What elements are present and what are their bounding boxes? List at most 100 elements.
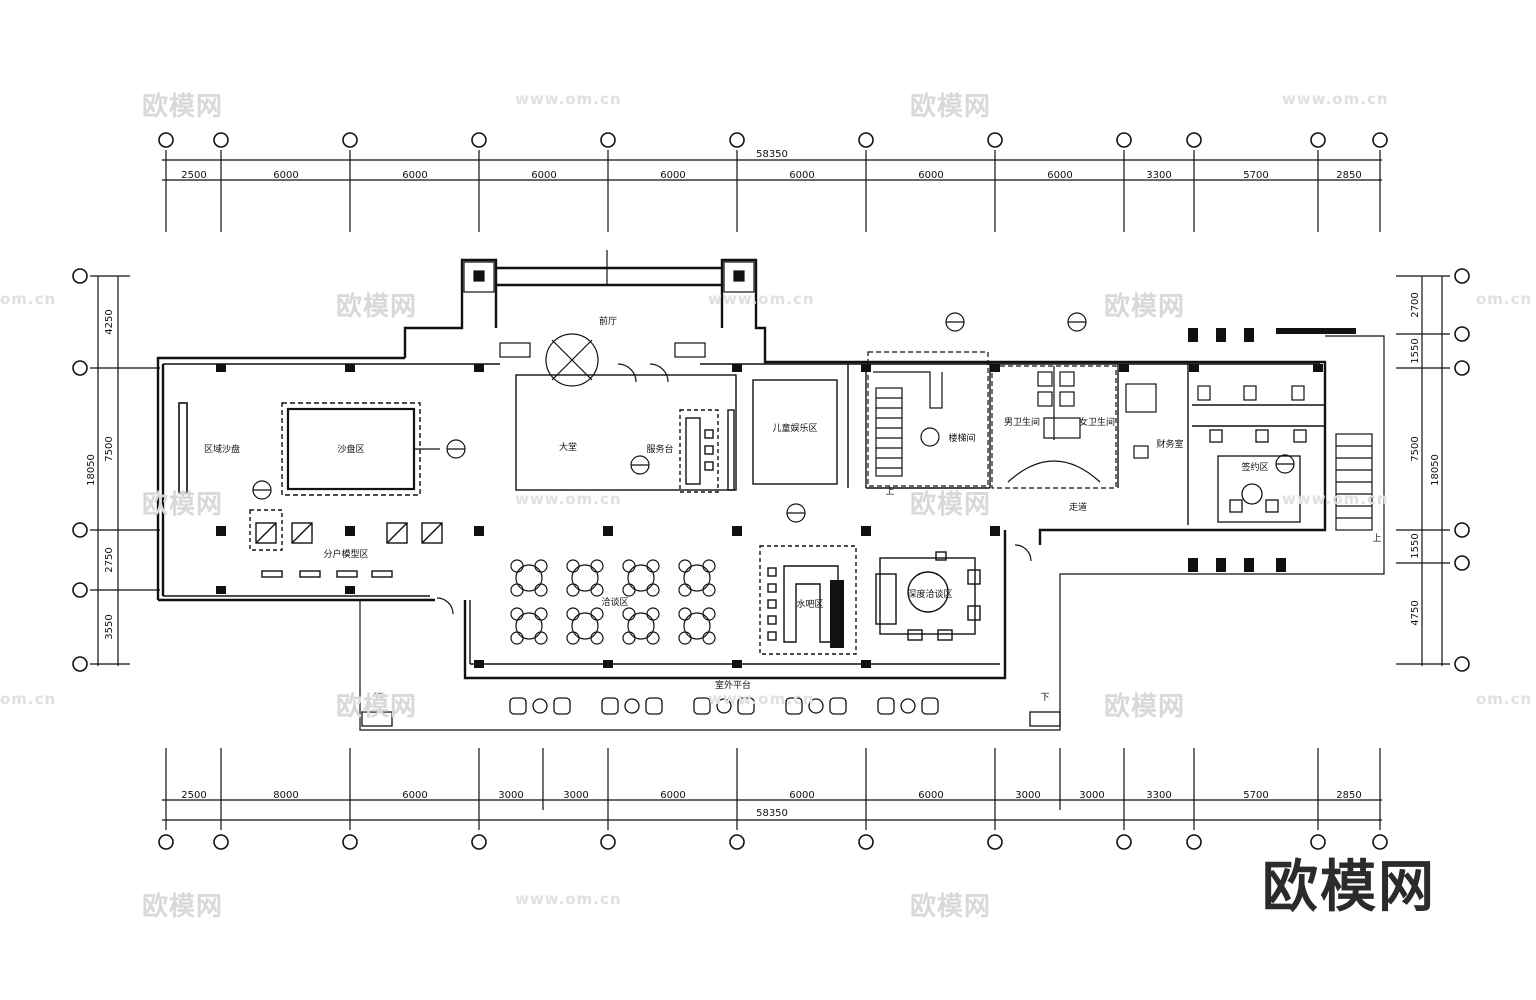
- bottom-dim-2: 8000: [273, 790, 298, 801]
- regional-sand: [178, 402, 188, 494]
- watermark-brand: 欧模网: [910, 92, 992, 122]
- deep-negotiation-set: [875, 551, 981, 641]
- watermark-url: om.cn: [0, 290, 57, 308]
- left-dim-3: 2750: [104, 547, 115, 572]
- bottom-dim-13: 2850: [1336, 790, 1361, 801]
- left-dim-2: 7500: [104, 436, 115, 461]
- negotiation-tables: [510, 559, 716, 645]
- watermark-url: www.om.cn: [515, 890, 622, 908]
- bottom-axis-bubbles: [158, 834, 1388, 850]
- top-dim-1: 2500: [181, 170, 206, 181]
- top-dim-4: 6000: [531, 170, 556, 181]
- watermark-brand: 欧模网: [336, 692, 418, 722]
- label-corridor: 走道: [1069, 501, 1087, 513]
- label-female-wc: 女卫生间: [1079, 416, 1115, 428]
- finance-office: [1125, 383, 1305, 459]
- top-dim-8: 6000: [1047, 170, 1072, 181]
- water-bar: [759, 545, 857, 655]
- left-total-dim: 18050: [86, 454, 97, 486]
- watermark-brand: 欧模网: [1104, 292, 1186, 322]
- top-dimension-chain: [162, 150, 1382, 232]
- exterior-stair-right: [359, 335, 1385, 731]
- watermark-brand: 欧模网: [142, 892, 224, 922]
- label-down-left: 下: [373, 693, 382, 703]
- watermark-url: om.cn: [0, 690, 57, 708]
- label-signing: 签约区: [1241, 461, 1268, 473]
- brand-watermark-large: 欧模网: [1262, 855, 1436, 920]
- bottom-dim-5: 3000: [563, 790, 588, 801]
- watermark-brand: 欧模网: [142, 92, 224, 122]
- right-total-dim: 18050: [1430, 454, 1441, 486]
- bottom-dim-12: 5700: [1243, 790, 1268, 801]
- label-male-wc: 男卫生间: [1004, 416, 1040, 428]
- watermark-url: om.cn: [1476, 290, 1533, 308]
- label-up-exterior: 上: [1372, 533, 1381, 544]
- label-regional-sand: 区域沙盘: [204, 443, 240, 455]
- bottom-dim-8: 6000: [918, 790, 943, 801]
- left-dimension-chain: [90, 275, 160, 666]
- bottom-dim-11: 3300: [1146, 790, 1171, 801]
- top-dim-7: 6000: [918, 170, 943, 181]
- watermark-brand: 欧模网: [910, 892, 992, 922]
- staircase: [873, 371, 943, 477]
- section-callouts: [252, 312, 1295, 523]
- right-dim-1: 2700: [1410, 292, 1421, 317]
- label-negotiation: 洽谈区: [601, 596, 628, 608]
- bottom-dim-6: 6000: [660, 790, 685, 801]
- label-terrace: 室外平台: [715, 679, 751, 691]
- bottom-dimension-chain: [162, 748, 1382, 830]
- top-dim-11: 2850: [1336, 170, 1361, 181]
- label-foyer: 前厅: [599, 315, 617, 327]
- signing-area: [1209, 429, 1307, 523]
- top-dim-10: 5700: [1243, 170, 1268, 181]
- structural-columns: [216, 328, 1356, 668]
- label-water-bar: 水吧区: [796, 598, 823, 610]
- label-service-desk: 服务台: [646, 443, 673, 455]
- label-unit-model: 分户模型区: [323, 548, 368, 560]
- right-dimension-chain: [1396, 275, 1450, 666]
- watermark-url: www.om.cn: [515, 490, 622, 508]
- bottom-dim-4: 3000: [498, 790, 523, 801]
- bottom-dim-1: 2500: [181, 790, 206, 801]
- top-dim-3: 6000: [402, 170, 427, 181]
- top-axis-bubbles: [158, 132, 1388, 148]
- watermark-url: om.cn: [1476, 690, 1533, 708]
- watermark-brand: 欧模网: [910, 490, 992, 520]
- terrace-seating: [361, 697, 1061, 727]
- watermark-url: www.om.cn: [515, 90, 622, 108]
- service-desk: [679, 409, 735, 493]
- top-total-dim: 58350: [756, 149, 788, 160]
- label-kids-area: 儿童娱乐区: [772, 422, 817, 434]
- top-dim-2: 6000: [273, 170, 298, 181]
- label-finance: 财务室: [1156, 438, 1183, 450]
- left-dim-4: 3550: [104, 614, 115, 639]
- watermark-url: www.om.cn: [708, 290, 815, 308]
- label-lobby: 大堂: [559, 441, 577, 453]
- label-down-right: 下: [1040, 693, 1049, 703]
- watermark-brand: 欧模网: [1104, 692, 1186, 722]
- watermark-brand: 欧模网: [142, 490, 224, 520]
- bottom-dim-9: 3000: [1015, 790, 1040, 801]
- bottom-dim-7: 6000: [789, 790, 814, 801]
- bottom-dim-3: 6000: [402, 790, 427, 801]
- right-dim-2: 1550: [1410, 338, 1421, 363]
- revolving-door: [436, 333, 1032, 615]
- top-dim-5: 6000: [660, 170, 685, 181]
- bottom-dim-10: 3000: [1079, 790, 1104, 801]
- toilet-fixtures: [991, 365, 1117, 489]
- watermark-brand: 欧模网: [336, 292, 418, 322]
- right-dim-5: 4750: [1410, 600, 1421, 625]
- watermark-url: www.om.cn: [708, 690, 815, 708]
- right-axis-bubbles: [1454, 268, 1470, 672]
- foyer-outline: [463, 250, 755, 358]
- exterior-walls: [156, 258, 1327, 680]
- label-deep-negotiation: 深度洽谈区: [907, 588, 952, 600]
- right-dim-4: 1550: [1410, 533, 1421, 558]
- left-dim-1: 4250: [104, 309, 115, 334]
- unit-models: [249, 509, 443, 578]
- sand-table: [281, 402, 440, 496]
- right-dim-3: 7500: [1410, 436, 1421, 461]
- top-dim-9: 3300: [1146, 170, 1171, 181]
- watermark-url: www.om.cn: [1282, 90, 1389, 108]
